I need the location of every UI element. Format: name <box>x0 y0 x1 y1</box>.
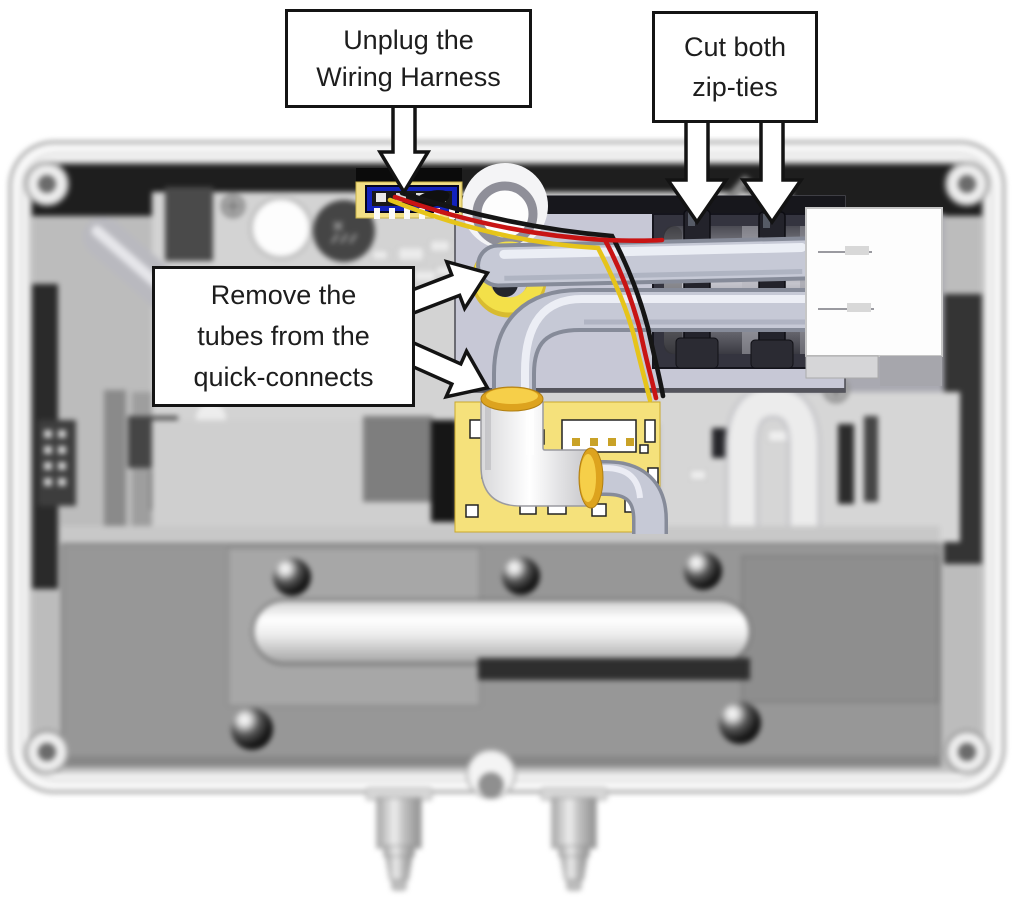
hose-fitting-left <box>365 787 433 891</box>
pump-block <box>60 526 941 767</box>
callout-cut-zip-ties: Cut both zip-ties <box>652 11 818 123</box>
tube-lower <box>492 288 808 398</box>
callout-text-line: quick-connects <box>193 362 374 392</box>
wire-connector-block <box>805 207 943 386</box>
callout-text-line: tubes from the <box>197 321 370 351</box>
callout-text-line: Remove the <box>210 280 357 310</box>
tube-upper <box>476 236 830 288</box>
callout-text-line: Cut both <box>683 32 787 62</box>
elbow-quick-connect <box>480 386 604 509</box>
connector-pins-gold <box>572 438 634 446</box>
arrow-remove-top <box>402 259 491 316</box>
arrow-unplug <box>376 102 432 196</box>
arrow-cut-right <box>739 118 805 226</box>
signal-wires <box>387 190 666 403</box>
callout-remove-tubes: Remove the tubes from the quick-connects <box>152 266 415 407</box>
callout-text-line: Wiring Harness <box>316 61 501 92</box>
hose-fittings <box>365 787 608 891</box>
callout-arrows <box>376 102 805 400</box>
callout-text-line: Unplug the <box>343 24 474 55</box>
hose-fitting-right <box>540 787 608 891</box>
callout-unplug-wiring-harness: Unplug the Wiring Harness <box>285 9 532 108</box>
tube-elbow-outlet <box>592 460 668 534</box>
corner-screws <box>24 161 990 799</box>
arrow-cut-left <box>664 118 730 226</box>
callout-text-line: zip-ties <box>692 72 778 102</box>
